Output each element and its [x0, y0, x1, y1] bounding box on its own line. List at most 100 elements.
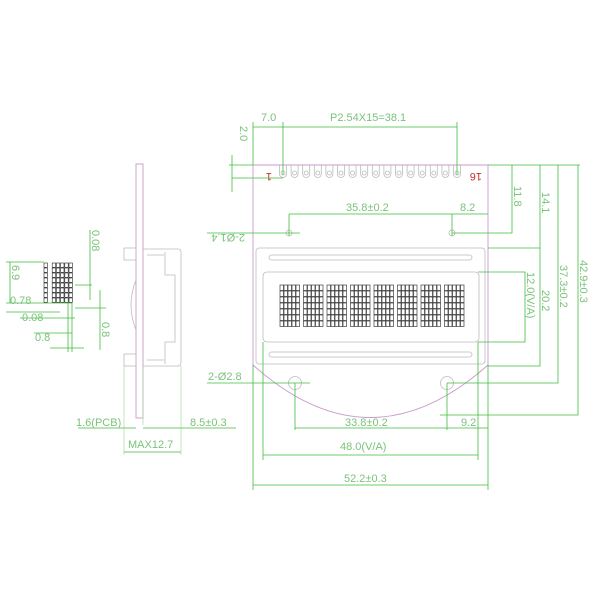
- dot: [315, 296, 320, 303]
- dot: [409, 302, 414, 309]
- dot: [295, 296, 300, 303]
- pin-hole: [373, 170, 379, 176]
- character-cell: [420, 284, 441, 327]
- pin-row: [279, 165, 461, 178]
- dim-bezel-top: 14.1: [539, 192, 551, 213]
- pin-hole: [419, 170, 425, 176]
- dot: [385, 284, 390, 291]
- dot: [420, 320, 425, 327]
- dot: [56, 297, 61, 303]
- dot: [43, 292, 48, 298]
- dot: [287, 320, 292, 327]
- dot: [358, 302, 363, 309]
- dot: [385, 296, 390, 303]
- dot: [377, 320, 382, 327]
- dot: [350, 302, 355, 309]
- dot: [354, 296, 359, 303]
- bottom-strip: [268, 351, 473, 358]
- dot: [389, 308, 394, 315]
- dot: [366, 320, 371, 327]
- dot: [279, 296, 284, 303]
- dot: [60, 287, 65, 293]
- dot: [362, 290, 367, 297]
- dot: [362, 314, 367, 321]
- pcb-side: [135, 163, 144, 419]
- dot: [366, 314, 371, 321]
- dot: [350, 284, 355, 291]
- dot: [405, 302, 410, 309]
- dot: [60, 272, 65, 278]
- dot: [295, 308, 300, 315]
- dot: [373, 290, 378, 297]
- dot: [377, 296, 382, 303]
- dot: [64, 262, 69, 268]
- dot: [338, 320, 343, 327]
- bezel-frame: [255, 247, 486, 365]
- dot: [64, 282, 69, 288]
- dot: [279, 320, 284, 327]
- dot: [401, 302, 406, 309]
- dim-pin-top: 2.0: [237, 126, 249, 141]
- pin: [337, 165, 345, 178]
- dim-large-hole-spacing: 33.8±0.2: [345, 417, 388, 429]
- dot: [460, 308, 465, 315]
- dot: [381, 284, 386, 291]
- dot: [64, 292, 69, 298]
- dot: [424, 308, 429, 315]
- dot: [362, 320, 367, 327]
- dot: [385, 302, 390, 309]
- dot: [409, 296, 414, 303]
- dot: [64, 297, 69, 303]
- dot: [436, 284, 441, 291]
- pin: [360, 165, 369, 178]
- dot: [397, 314, 402, 321]
- dot: [428, 296, 433, 303]
- dot: [389, 296, 394, 303]
- dot: [452, 308, 457, 315]
- dot: [303, 308, 308, 315]
- dot: [326, 314, 331, 321]
- pin: [418, 165, 427, 178]
- dot: [448, 284, 453, 291]
- dot: [319, 308, 324, 315]
- dot: [358, 320, 363, 327]
- dot: [456, 302, 461, 309]
- dot: [334, 308, 339, 315]
- dot: [377, 284, 382, 291]
- dot: [424, 314, 429, 321]
- dot: [432, 302, 437, 309]
- dot: [311, 308, 316, 315]
- pin-hole: [384, 170, 390, 176]
- dot: [338, 290, 343, 297]
- dot: [452, 302, 457, 309]
- dot: [358, 314, 363, 321]
- dot: [397, 320, 402, 327]
- dot: [377, 302, 382, 309]
- dim-small-hole-height: 11.8: [511, 186, 523, 207]
- dot: [377, 308, 382, 315]
- dot: [354, 314, 359, 321]
- dot: [389, 290, 394, 297]
- dot: [60, 277, 65, 283]
- dot: [43, 262, 48, 268]
- dot: [334, 302, 339, 309]
- pin-hole: [338, 170, 344, 176]
- dot: [436, 296, 441, 303]
- pin: [290, 165, 299, 178]
- dot: [456, 308, 461, 315]
- pin-hole: [303, 170, 309, 176]
- dot: [279, 308, 284, 315]
- dot: [409, 314, 414, 321]
- dot: [283, 284, 288, 291]
- dot: [279, 284, 284, 291]
- dot: [432, 320, 437, 327]
- dot: [295, 302, 300, 309]
- dot: [295, 314, 300, 321]
- dot: [326, 308, 331, 315]
- dot: [401, 290, 406, 297]
- pin: [348, 165, 357, 178]
- dot: [405, 314, 410, 321]
- dot: [373, 320, 378, 327]
- dot: [381, 302, 386, 309]
- dot: [56, 292, 61, 298]
